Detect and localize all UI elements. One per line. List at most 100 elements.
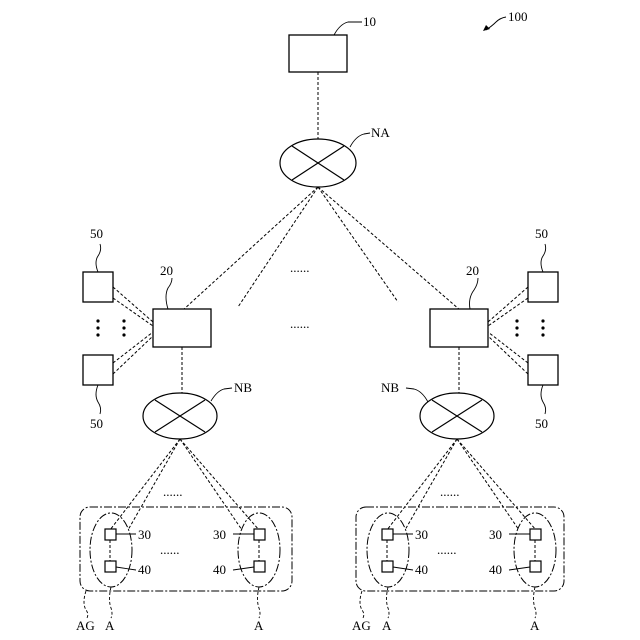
device-40-right-1 bbox=[382, 561, 393, 572]
network-na-leader bbox=[350, 133, 370, 147]
label-30-right-1: 30 bbox=[415, 527, 428, 542]
link-na-partial-left bbox=[238, 187, 318, 307]
link-nb-left-4 bbox=[180, 439, 259, 530]
ellipsis-nb-left: ...... bbox=[163, 484, 183, 499]
peripheral-right-top-label: 50 bbox=[535, 226, 548, 241]
network-nb-left: NB bbox=[143, 380, 252, 439]
server-label: 10 bbox=[363, 14, 376, 29]
peripherals-right: 50 50 bbox=[488, 226, 558, 431]
label-a-right-2: A bbox=[530, 618, 540, 633]
gateway-left-label: 20 bbox=[160, 263, 173, 278]
label-40-right-1: 40 bbox=[415, 562, 428, 577]
peripheral-right-link-ellipsis bbox=[515, 319, 518, 336]
gateway-left-box bbox=[153, 309, 211, 347]
ellipsis-nb-right: ...... bbox=[440, 484, 460, 499]
gateway-right-leader bbox=[470, 278, 479, 309]
link-periph-right-2 bbox=[488, 298, 528, 326]
link-periph-left-4 bbox=[113, 336, 153, 374]
label-a-left-1: A bbox=[105, 618, 115, 633]
link-na-partial-right bbox=[318, 187, 398, 302]
system-label: 100 bbox=[508, 9, 528, 24]
peripheral-right-top bbox=[528, 272, 558, 302]
ellipsis-devices-left: ...... bbox=[160, 542, 180, 557]
leader-a-left-2 bbox=[258, 587, 261, 618]
ellipsis-lower: ...... bbox=[290, 316, 310, 331]
network-na: NA bbox=[280, 125, 390, 187]
link-nb-left-3 bbox=[180, 439, 242, 530]
peripheral-right-bottom-label: 50 bbox=[535, 416, 548, 431]
system-reference: 100 bbox=[483, 9, 528, 31]
peripheral-right-top-leader bbox=[541, 244, 546, 272]
network-nb-left-leader bbox=[211, 388, 232, 401]
label-ag-right: AG bbox=[352, 618, 371, 633]
area-group-left: 30 40 30 40 ...... AG A A bbox=[76, 507, 292, 633]
gateway-right: 20 bbox=[430, 263, 488, 347]
ellipsis-devices-right: ...... bbox=[437, 542, 457, 557]
device-30-left-2 bbox=[254, 529, 265, 540]
peripheral-left-top-leader bbox=[96, 244, 101, 272]
peripheral-left-top bbox=[83, 272, 113, 302]
gateway-right-box bbox=[430, 309, 488, 347]
peripheral-right-bottom bbox=[528, 355, 558, 385]
area-group-right: 30 40 30 40 ...... AG A A bbox=[352, 507, 564, 633]
leader-a-right-1 bbox=[387, 587, 390, 618]
label-30-right-2: 30 bbox=[489, 527, 502, 542]
peripheral-left-top-label: 50 bbox=[90, 226, 103, 241]
label-30-left-2: 30 bbox=[213, 527, 226, 542]
device-40-left-1 bbox=[105, 561, 116, 572]
link-nb-right-3 bbox=[457, 439, 519, 530]
peripheral-right-column-ellipsis bbox=[541, 319, 544, 336]
gateway-right-label: 20 bbox=[466, 263, 479, 278]
area-left-1-boundary bbox=[90, 513, 132, 587]
peripheral-left-column-ellipsis bbox=[96, 319, 99, 336]
gateway-left: 20 bbox=[153, 263, 211, 347]
leader-40-right-1 bbox=[393, 567, 413, 570]
network-nb-left-label: NB bbox=[234, 380, 252, 395]
link-periph-left-3 bbox=[113, 332, 153, 363]
label-ag-left: AG bbox=[76, 618, 95, 633]
leader-a-left-1 bbox=[110, 587, 113, 618]
label-40-left-1: 40 bbox=[138, 562, 151, 577]
device-40-right-2 bbox=[530, 561, 541, 572]
network-nb-right: NB bbox=[381, 380, 494, 439]
server-10: 10 bbox=[289, 14, 376, 72]
server-box bbox=[289, 35, 347, 72]
peripheral-left-link-ellipsis bbox=[122, 319, 125, 336]
link-periph-right-1 bbox=[488, 287, 528, 322]
link-periph-right-4 bbox=[488, 336, 528, 374]
gateway-left-leader bbox=[166, 278, 172, 309]
device-30-left-1 bbox=[105, 529, 116, 540]
device-30-right-1 bbox=[382, 529, 393, 540]
label-30-left-1: 30 bbox=[138, 527, 151, 542]
ellipsis-upper: ...... bbox=[290, 260, 310, 275]
leader-40-left-2 bbox=[233, 567, 254, 570]
label-a-right-1: A bbox=[382, 618, 392, 633]
network-nb-right-label: NB bbox=[381, 380, 399, 395]
device-30-right-2 bbox=[530, 529, 541, 540]
peripheral-left-bottom-leader bbox=[96, 385, 101, 414]
leader-a-right-2 bbox=[534, 587, 537, 618]
peripheral-right-bottom-leader bbox=[541, 385, 546, 414]
area-group-left-boundary bbox=[80, 507, 292, 591]
peripheral-left-bottom-label: 50 bbox=[90, 416, 103, 431]
link-periph-right-3 bbox=[488, 332, 528, 363]
leader-40-left-1 bbox=[116, 567, 136, 570]
label-40-right-2: 40 bbox=[489, 562, 502, 577]
leader-ag-left bbox=[84, 591, 88, 618]
link-na-gateway-right bbox=[318, 187, 460, 310]
network-na-label: NA bbox=[371, 125, 390, 140]
link-periph-left-1 bbox=[113, 287, 153, 322]
leader-ag-right bbox=[360, 591, 364, 618]
leader-40-right-2 bbox=[509, 567, 530, 570]
server-leader bbox=[334, 22, 362, 35]
link-na-gateway-left bbox=[183, 187, 318, 310]
label-40-left-2: 40 bbox=[213, 562, 226, 577]
network-nb-right-leader bbox=[406, 388, 428, 402]
peripheral-left-bottom bbox=[83, 355, 113, 385]
area-right-1-boundary bbox=[367, 513, 409, 587]
device-40-left-2 bbox=[254, 561, 265, 572]
label-a-left-2: A bbox=[254, 618, 264, 633]
peripherals-left: 50 50 bbox=[83, 226, 153, 431]
link-nb-right-4 bbox=[457, 439, 536, 530]
